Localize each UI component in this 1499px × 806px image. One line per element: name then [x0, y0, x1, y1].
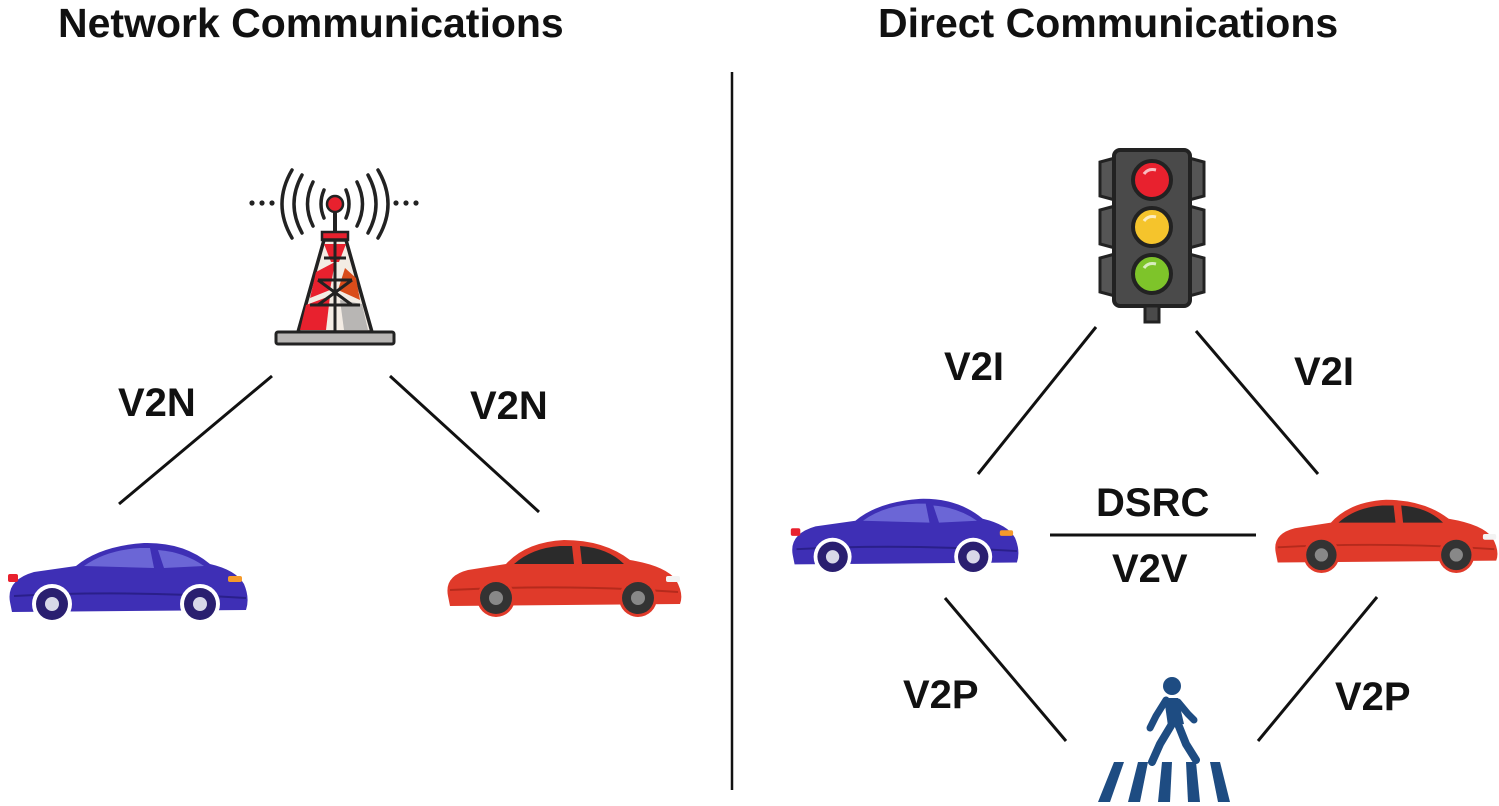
blue-car-icon-direct	[790, 498, 1019, 576]
v2n-left-link	[118, 374, 273, 506]
v2p-left-label: V2P	[903, 673, 979, 717]
red-car-icon-direct	[1275, 499, 1498, 573]
v2p-left-link	[943, 597, 1068, 742]
v2p-right-link	[1256, 596, 1379, 742]
v2i-right-link	[1194, 330, 1320, 475]
v2n-left-label: V2N	[118, 381, 196, 425]
v2p-right-label: V2P	[1335, 675, 1411, 719]
cell-tower-icon	[249, 168, 419, 346]
v2n-right-link	[388, 374, 541, 514]
network-communications-title: Network Communications	[58, 0, 564, 46]
pedestrian-crossing-icon	[1098, 677, 1230, 802]
v2i-left-link	[976, 326, 1098, 475]
v2n-right-label: V2N	[470, 384, 548, 428]
blue-car-icon	[8, 542, 248, 624]
direct-communications-title: Direct Communications	[878, 0, 1339, 46]
traffic-light-icon	[1098, 148, 1206, 324]
red-car-icon	[447, 540, 682, 617]
v2v-label: V2V	[1112, 547, 1188, 591]
dsrc-label: DSRC	[1096, 481, 1210, 525]
v2i-left-label: V2I	[944, 345, 1005, 389]
v2i-right-label: V2I	[1294, 350, 1355, 394]
